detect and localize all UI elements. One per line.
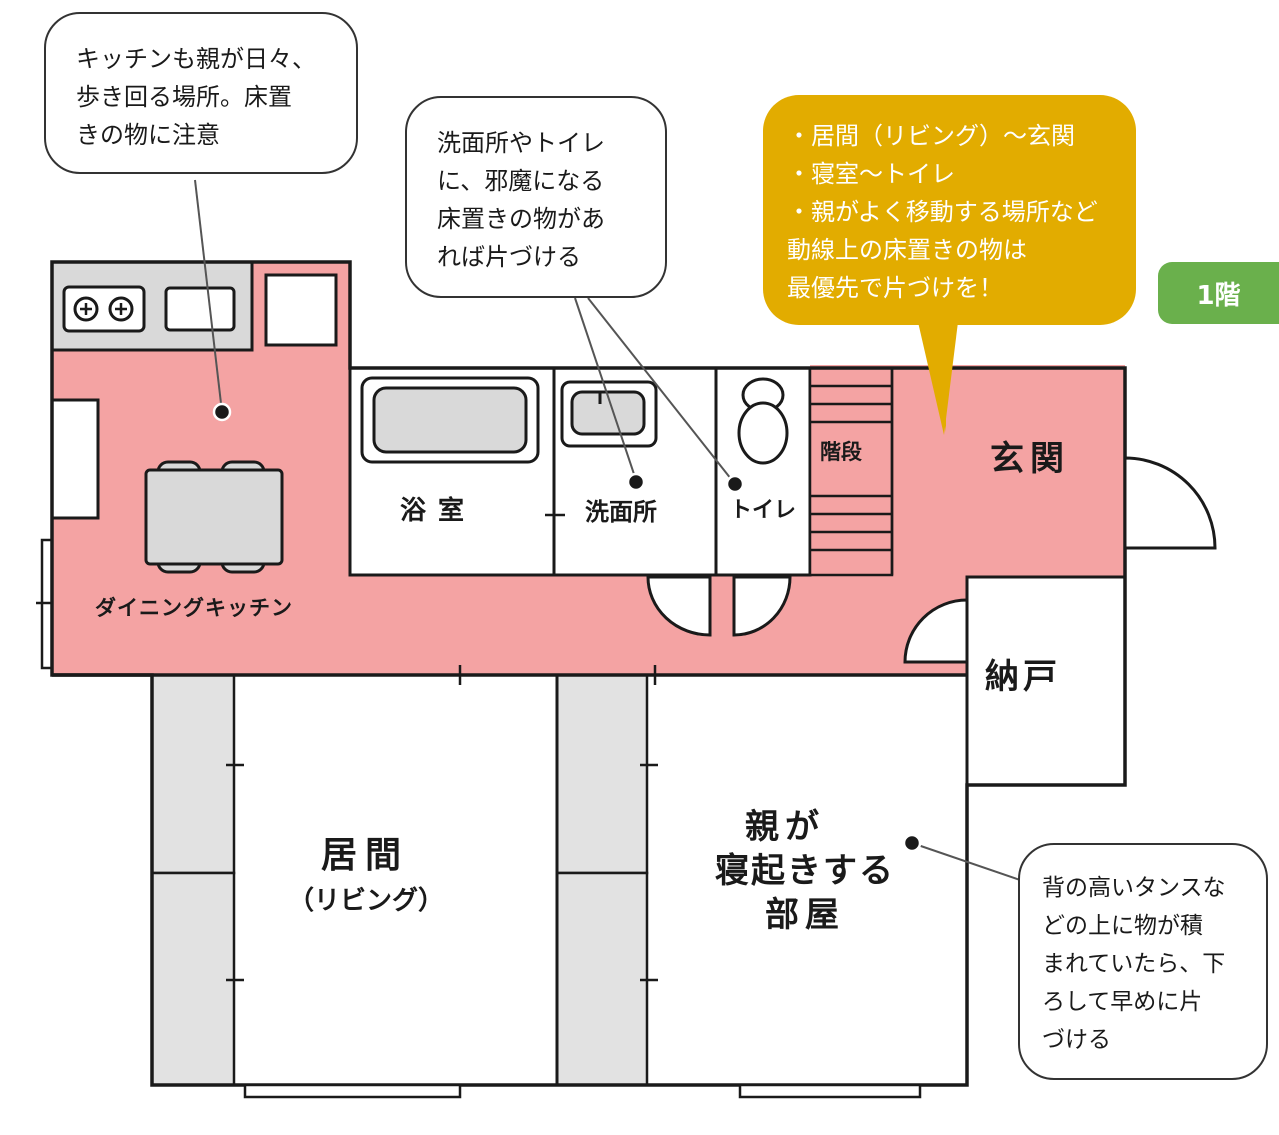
label-storage: 納戸 [985,657,1061,697]
callout-bedroom-line: づける [1042,1027,1111,1053]
dining-table-icon [144,460,284,574]
callout-main-line: ・親がよく移動する場所など [787,198,1098,226]
callout-kitchen-line: 歩き回る場所。床置 [76,83,292,111]
callout-bedroom-line: まれていたら、下 [1042,951,1226,977]
callout-main-line: 最優先で片づけを！ [787,274,1003,302]
callout-kitchen-line: きの物に注意 [76,121,220,149]
label-entrance: 玄関 [990,439,1070,479]
callout-kitchen: キッチンも親が日々、 歩き回る場所。床置 きの物に注意 [44,12,358,174]
label-bedroom-line3: 部屋 [765,895,845,935]
leader-lines [194,179,1021,881]
label-stairs: 階段 [820,440,862,464]
storage-door-icon [903,598,969,664]
washbasin-icon [560,380,658,448]
label-washroom: 洗面所 [585,498,657,526]
callout-kitchen-line: キッチンも親が日々、 [76,45,316,73]
callout-bedroom-line: どの上に物が積 [1042,913,1203,939]
outer-walls [50,260,1127,1087]
bottom-windows [243,1083,922,1099]
callout-washroom: 洗面所やトイレ に、邪魔になる 床置きの物があ れば片づける [405,96,667,298]
toilet-door-icon [732,575,792,637]
callout-bedroom-line: ろして早めに片 [1042,989,1203,1015]
cabinet-icon [50,398,100,520]
stairs-icon [808,366,894,577]
label-living-line2: （リビング） [287,886,444,916]
callout-bedroom: 背の高いタンスな どの上に物が積 まれていたら、下 ろして早めに片 づける [1018,843,1268,1080]
label-living-line1: 居間 [320,835,409,876]
label-living: 居間 （リビング） [288,835,444,915]
label-dining-kitchen: ダイニングキッチン [95,596,293,620]
callout-main-line: ・寝室～トイレ [787,160,955,188]
callout-washroom-line: 床置きの物があ [437,205,605,233]
bathtub-icon [360,376,540,464]
label-bedroom: 親が 寝起きする 部屋 [680,810,930,932]
callout-washroom-line: 洗面所やトイレ [437,129,605,157]
floor-badge: 1階 [1158,262,1279,324]
toilet-icon [737,377,789,465]
callout-main: ・居間（リビング）～玄関 ・寝室～トイレ ・親がよく移動する場所など 動線上の床… [763,95,1136,325]
label-bedroom-line1: 親が [745,807,825,847]
label-toilet: トイレ [730,498,797,523]
kitchen-sink-icon [164,286,236,332]
wall-ticks [36,513,658,982]
callout-washroom-line: に、邪魔になる [437,167,605,195]
callout-washroom-line: れば片づける [437,243,581,271]
leader-dots [212,402,922,853]
label-bath: 浴室 [400,496,477,526]
refrigerator-icon [264,273,338,347]
callout-bedroom-line: 背の高いタンスな [1042,875,1226,901]
stove-icon [62,285,146,333]
callout-main-line: ・居間（リビング）～玄関 [787,122,1075,150]
entrance-door-icon [1123,456,1217,550]
callout-main-line: 動線上の床置きの物は [787,236,1027,264]
washroom-door-icon [646,575,712,637]
label-bedroom-line2: 寝起きする [715,851,895,891]
